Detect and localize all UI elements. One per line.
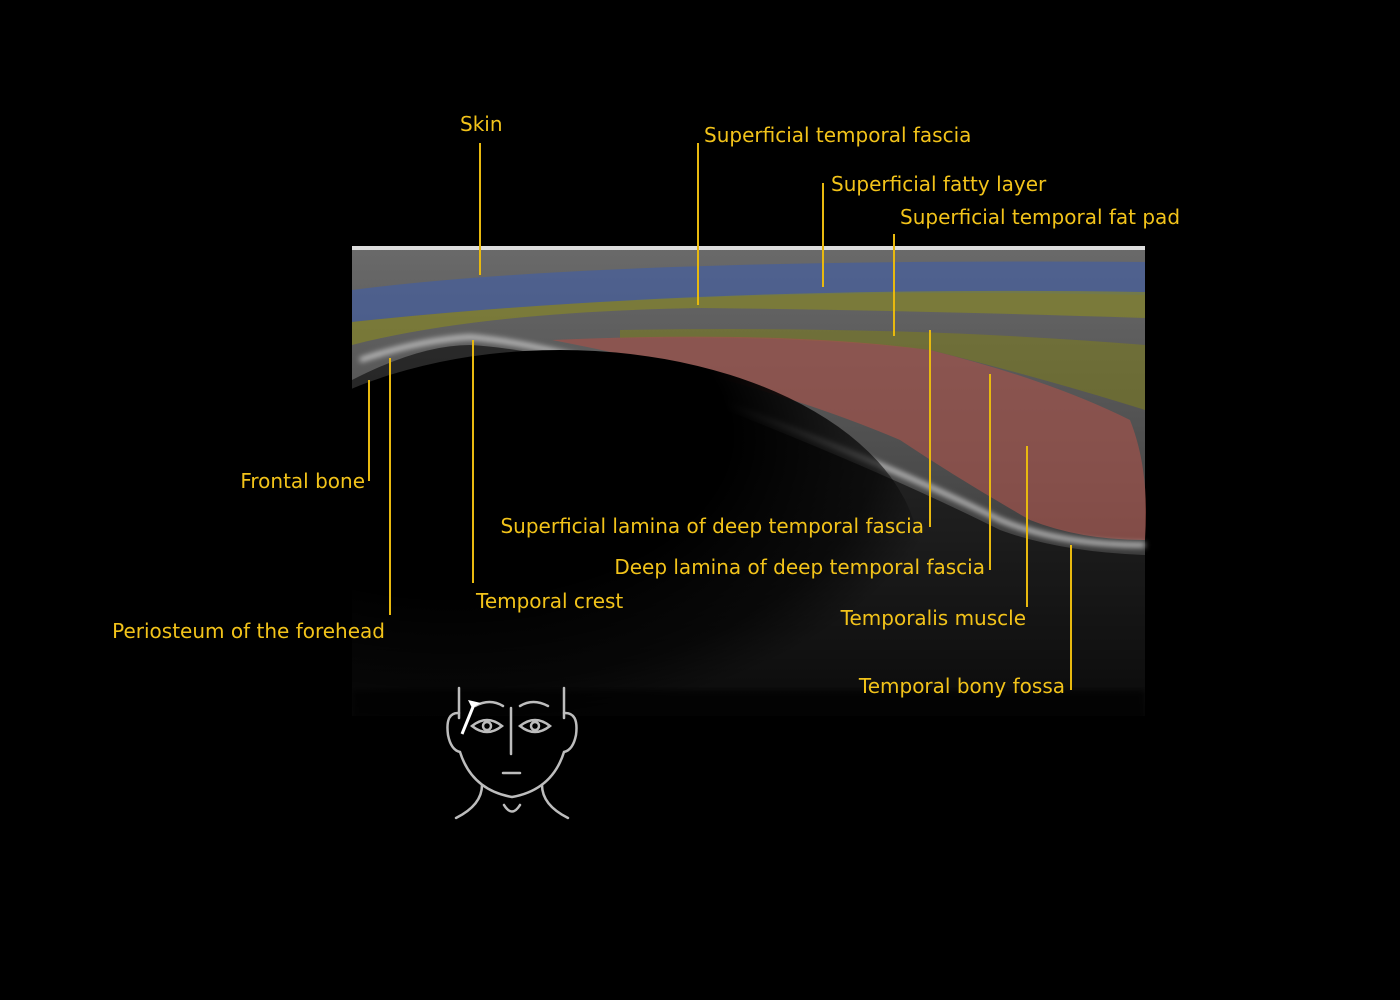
label-superficial-lamina: Superficial lamina of deep temporal fasc… — [500, 514, 924, 538]
label-frontal-bone: Frontal bone — [240, 469, 365, 493]
label-superficial-temporal-fat-pad: Superficial temporal fat pad — [900, 205, 1180, 229]
label-temporalis-muscle: Temporalis muscle — [840, 606, 1026, 630]
label-skin: Skin — [460, 112, 503, 136]
ultrasound-image — [200, 246, 1146, 770]
temporalis-muscle-region — [552, 336, 1146, 540]
label-superficial-temporal-fascia: Superficial temporal fascia — [704, 123, 971, 147]
label-temporal-crest: Temporal crest — [475, 589, 623, 613]
label-superficial-fatty-layer: Superficial fatty layer — [831, 172, 1047, 196]
label-deep-lamina: Deep lamina of deep temporal fascia — [614, 555, 985, 579]
leader-lines — [368, 143, 1072, 690]
label-temporal-bony-fossa: Temporal bony fossa — [858, 674, 1065, 698]
skin-fascia-band — [352, 261, 1145, 322]
labels: Skin Superficial temporal fascia Superfi… — [112, 112, 1180, 698]
face-with-probe-icon — [446, 686, 578, 820]
label-periosteum: Periosteum of the forehead — [112, 619, 385, 643]
fatty-layer-band — [352, 290, 1145, 345]
fat-pad-band — [620, 329, 1145, 410]
